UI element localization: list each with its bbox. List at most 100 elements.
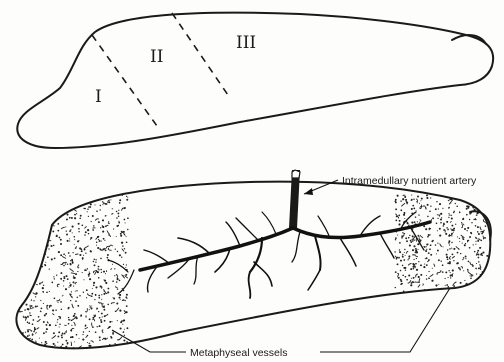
stipple-dot: [46, 211, 48, 213]
stipple-dot: [95, 286, 97, 288]
stipple-dot: [63, 285, 64, 286]
stipple-dot: [73, 281, 75, 283]
trabecular-squiggle: [108, 248, 111, 251]
stipple-dot: [61, 335, 63, 337]
stipple-dot: [27, 335, 29, 337]
stipple-dot: [34, 206, 35, 207]
stipple-dot: [105, 273, 106, 274]
stipple-dot: [87, 342, 88, 343]
trabecular-squiggle: [37, 328, 40, 330]
stipple-dot: [456, 206, 458, 208]
stipple-dot: [127, 217, 129, 219]
stipple-dot: [94, 259, 95, 260]
trabecular-squiggle: [480, 227, 481, 231]
trabecular-squiggle: [53, 314, 55, 315]
stipple-dot: [28, 240, 30, 242]
stipple-dot: [14, 292, 15, 293]
stipple-dot: [442, 246, 443, 247]
stipple-dot: [116, 236, 117, 237]
stipple-dot: [29, 285, 31, 287]
stipple-dot: [117, 288, 118, 289]
stipple-dot: [100, 240, 101, 241]
stipple-dot: [53, 332, 55, 334]
stipple-dot: [461, 222, 462, 223]
trabecular-squiggle: [39, 248, 40, 251]
stipple-dot: [435, 244, 437, 246]
stipple-dot: [432, 268, 433, 269]
trabecular-squiggle: [125, 276, 128, 279]
stipple-dot: [19, 271, 21, 273]
stipple-dot: [404, 196, 406, 198]
stipple-dot: [82, 272, 83, 273]
trabecular-squiggle: [409, 263, 412, 265]
stipple-dot: [440, 222, 442, 224]
stipple-dot: [402, 256, 403, 257]
stipple-dot: [417, 243, 419, 245]
trabecular-squiggle: [32, 308, 33, 309]
callout-metaphyseal: Metaphyseal vessels: [112, 288, 450, 359]
stipple-dot: [112, 280, 114, 282]
trabecular-squiggle: [71, 328, 74, 331]
stipple-dot: [457, 236, 458, 237]
stipple-dot: [23, 220, 25, 222]
stipple-dot: [89, 309, 90, 310]
stipple-dot: [70, 229, 71, 230]
stipple-dot: [50, 245, 52, 247]
stipple-dot: [395, 271, 397, 273]
stipple-dot: [453, 285, 455, 287]
stipple-dot: [31, 200, 33, 202]
stipple-dot: [27, 330, 29, 332]
trabecular-squiggle: [86, 335, 88, 337]
stipple-dot: [470, 290, 471, 291]
stipple-dot: [102, 201, 103, 202]
stipple-dot: [69, 241, 70, 242]
stipple-dot: [468, 261, 470, 263]
stipple-dot: [441, 217, 442, 218]
stipple-dot: [13, 230, 15, 232]
stipple-dot: [57, 230, 59, 232]
trabecular-squiggle: [451, 230, 453, 231]
stipple-dot: [24, 287, 25, 288]
stipple-dot: [103, 350, 104, 351]
stipple-dot: [30, 223, 32, 225]
stipple-dot: [419, 203, 420, 204]
stipple-dot: [118, 222, 120, 224]
stipple-dot: [418, 261, 419, 262]
stipple-dot: [441, 261, 442, 262]
stipple-dot: [23, 205, 24, 206]
stipple-dot: [125, 252, 127, 254]
trabecular-squiggle: [461, 195, 464, 198]
stipple-dot: [58, 331, 60, 333]
stipple-dot: [428, 252, 430, 254]
stipple-dot: [60, 254, 62, 256]
nutrient-artery-cut-end: [292, 170, 300, 178]
trabecular-squiggle: [396, 214, 399, 218]
stipple-dot: [19, 252, 21, 254]
stipple-dot: [102, 231, 104, 233]
trabecular-squiggle: [75, 282, 77, 284]
stipple-dot: [412, 249, 414, 251]
stipple-dot: [60, 239, 62, 241]
stipple-dot: [54, 345, 55, 346]
stipple-dot: [120, 235, 122, 237]
stipple-dot: [442, 264, 444, 266]
trabecular-squiggle: [21, 202, 22, 203]
trabecular-squiggle: [74, 210, 76, 212]
stipple-dot: [85, 231, 87, 233]
stipple-dot: [482, 251, 484, 253]
stipple-dot: [119, 202, 121, 204]
stipple-dot: [414, 221, 416, 223]
stipple-dot: [43, 285, 44, 286]
stipple-dot: [423, 266, 425, 268]
stipple-dot: [107, 349, 108, 350]
stipple-dot: [116, 217, 118, 219]
stipple-dot: [54, 206, 56, 208]
stipple-dot: [14, 286, 16, 288]
stipple-dot: [32, 262, 33, 263]
stipple-dot: [24, 272, 25, 273]
stipple-dot: [41, 243, 43, 245]
stipple-dot: [25, 226, 27, 228]
stipple-dot: [439, 228, 441, 230]
stipple-dot: [118, 216, 120, 218]
stipple-dot: [43, 209, 44, 210]
